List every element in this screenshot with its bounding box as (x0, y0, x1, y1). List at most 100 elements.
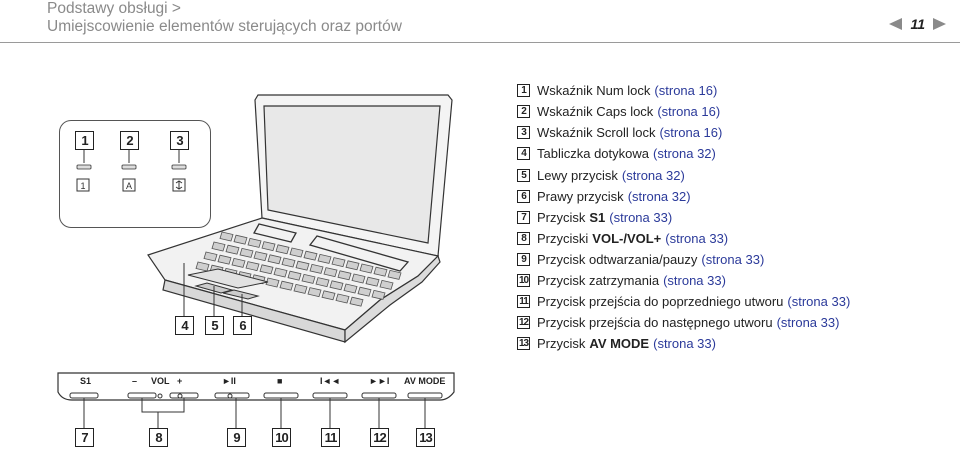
keyboard-key (317, 253, 332, 264)
keyboard-key (211, 241, 226, 252)
page-link[interactable]: (strona 33) (609, 210, 673, 225)
keyboard-key (309, 263, 324, 274)
keyboard-key (371, 289, 386, 300)
keyboard-key (321, 290, 336, 301)
callout-1: 1 (75, 131, 94, 150)
keyboard-key (233, 234, 248, 245)
keyboard-key (247, 237, 262, 248)
keyboard-key (253, 251, 268, 262)
keyboard-key (245, 261, 260, 272)
callout-12: 12 (370, 428, 389, 447)
led-indicators (76, 164, 187, 170)
next-track-icon: ►►I (369, 376, 390, 386)
keyboard-key (331, 257, 346, 268)
keyboard-key (225, 244, 240, 255)
keyboard-key (217, 254, 232, 265)
vol-label: VOL (151, 376, 170, 386)
page-link[interactable]: (strona 33) (787, 294, 851, 309)
av-mode-label: AV MODE (404, 376, 446, 386)
page-link[interactable]: (strona 33) (653, 336, 716, 351)
page-link[interactable]: (strona 16) (659, 125, 723, 140)
keyboard-key (295, 260, 310, 271)
keyboard-key (303, 250, 318, 261)
keyboard-key (279, 280, 294, 291)
callout-9: 9 (227, 428, 246, 447)
scroll-lock-icon (172, 178, 186, 192)
callout-6: 6 (233, 316, 252, 335)
page-title: Umiejscowienie elementów sterujących ora… (47, 18, 402, 35)
keyboard-key (281, 257, 296, 268)
stop-icon: ■ (277, 376, 283, 386)
keyboard-key (357, 286, 372, 297)
page-link[interactable]: (strona 16) (657, 104, 721, 119)
page-link[interactable]: (strona 32) (653, 146, 716, 161)
keyboard-key (349, 296, 364, 307)
keyboard-key (365, 276, 380, 287)
keyboard-key (275, 244, 290, 255)
laptop-illustration (147, 94, 453, 344)
callout-8: 8 (149, 428, 168, 447)
keyboard-key (287, 270, 302, 281)
keyboard-key (267, 254, 282, 265)
num-lock-icon: 1 (76, 178, 90, 192)
keyboard-key (359, 263, 374, 274)
previous-page-arrow-icon[interactable] (889, 18, 903, 30)
keyboard-key (337, 270, 352, 281)
callout-2: 2 (120, 131, 139, 150)
previous-track-icon: I◄◄ (320, 376, 341, 386)
vol-plus-label: + (177, 376, 183, 386)
callout-11: 11 (321, 428, 340, 447)
keyboard-key (351, 273, 366, 284)
page-link[interactable]: (strona 33) (665, 231, 729, 246)
callout-10: 10 (272, 428, 291, 447)
next-page-arrow-icon[interactable] (933, 18, 946, 30)
callout-7: 7 (75, 428, 94, 447)
page-link[interactable]: (strona 16) (654, 83, 718, 98)
breadcrumb[interactable]: Podstawy obsługi > (47, 0, 181, 17)
header-divider (0, 42, 960, 43)
media-panel (57, 372, 455, 401)
keyboard-key (273, 267, 288, 278)
caps-lock-icon: A (122, 178, 136, 192)
keyboard-key (259, 264, 274, 275)
keyboard-key (343, 283, 358, 294)
keyboard-key (301, 273, 316, 284)
keyboard-key (203, 251, 218, 262)
keyboard-key (323, 267, 338, 278)
page-link[interactable]: (strona 32) (621, 168, 685, 183)
page-link[interactable]: (strona 33) (701, 252, 765, 267)
callout-13: 13 (416, 428, 435, 447)
keyboard-key (373, 266, 388, 277)
pager: 11 (889, 16, 946, 32)
keyboard-key (293, 283, 308, 294)
vol-minus-label: – (132, 376, 138, 386)
keyboard-key (289, 247, 304, 258)
keyboard-key (387, 269, 402, 280)
page-link[interactable]: (strona 33) (776, 315, 840, 330)
page-link[interactable]: (strona 33) (663, 273, 726, 288)
keyboard-key (379, 279, 394, 290)
keyboard-key (329, 280, 344, 291)
callout-4: 4 (175, 316, 194, 335)
svg-text:A: A (126, 181, 132, 191)
indicator-lights-box (59, 120, 211, 228)
keyboard-key (345, 260, 360, 271)
keyboard-key (307, 287, 322, 298)
callout-5: 5 (205, 316, 224, 335)
keyboard-key (261, 241, 276, 252)
page-link[interactable]: (strona 32) (627, 189, 691, 204)
play-pause-icon: ►II (222, 376, 236, 386)
callout-3: 3 (170, 131, 189, 150)
svg-text:1: 1 (80, 181, 85, 191)
keyboard-key (231, 257, 246, 268)
